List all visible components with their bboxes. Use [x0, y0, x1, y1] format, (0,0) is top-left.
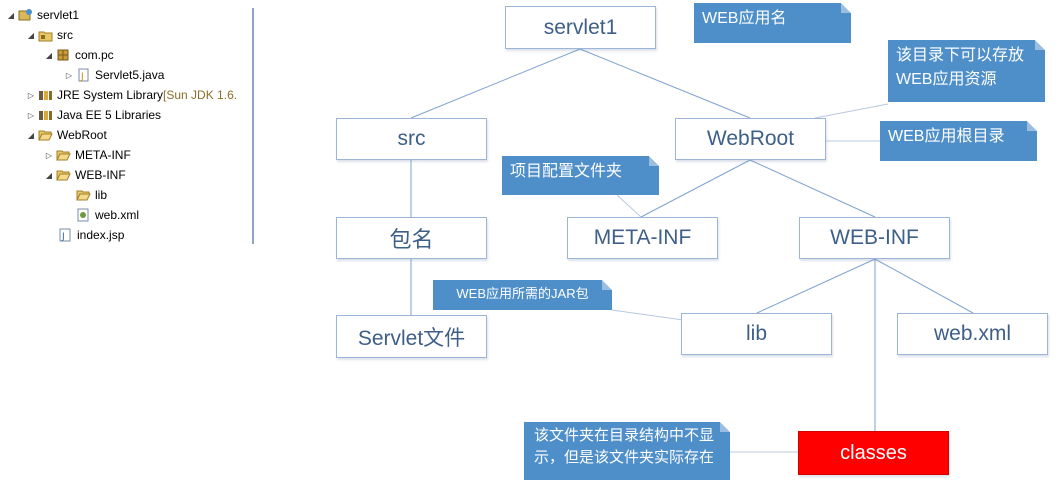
tree-item-web-xml[interactable]: web.xml: [76, 205, 139, 225]
node-servlet1: servlet1: [505, 6, 656, 49]
source-folder-icon: [38, 28, 53, 42]
edge-webroot-metainf: [640, 159, 751, 218]
java-file-icon: J: [76, 68, 91, 82]
collapse-arrow-icon[interactable]: ▷: [27, 110, 35, 120]
project-icon: [18, 8, 33, 22]
node-package: 包名: [336, 217, 487, 259]
callout-text: 该文件夹在目录结构中不显示，但是该文件夹实际存在: [534, 427, 715, 466]
callout-project-config: 项目配置文件夹: [502, 156, 659, 195]
xml-file-icon: [76, 208, 91, 222]
package-icon: [56, 48, 71, 62]
expand-arrow-icon[interactable]: ◢: [45, 50, 53, 60]
callout-text: 该目录下可以存放WEB应用资源: [896, 47, 1025, 88]
callout-text: WEB应用所需的JAR包: [456, 286, 589, 301]
folder-icon: [76, 188, 91, 202]
callout-text: WEB应用名: [702, 10, 787, 27]
collapse-arrow-icon[interactable]: ▷: [45, 150, 53, 160]
tree-item-index-jsp[interactable]: J index.jsp: [58, 225, 124, 245]
jsp-file-icon: J: [58, 228, 73, 242]
node-classes: classes: [798, 431, 949, 475]
tree-item-label: WebRoot: [57, 128, 107, 142]
tree-item-label: com.pc: [75, 48, 114, 62]
edge-webinf-lib: [756, 258, 876, 314]
tree-item-label: web.xml: [95, 208, 140, 222]
tree-item-meta-inf[interactable]: ▷ META-INF: [44, 145, 131, 165]
node-lib: lib: [681, 313, 832, 355]
node-web-xml: web.xml: [897, 313, 1048, 355]
expand-arrow-icon[interactable]: ◢: [27, 30, 35, 40]
pointer-resource-dir: [814, 103, 889, 119]
tree-item-label: WEB-INF: [75, 168, 126, 182]
callout-text: WEB应用根目录: [888, 128, 1005, 145]
tree-item-com-pc[interactable]: ◢ com.pc: [44, 45, 114, 65]
tree-item-web-inf[interactable]: ◢ WEB-INF: [44, 165, 126, 185]
tree-item-servlet5-java[interactable]: ▷ J Servlet5.java: [64, 65, 164, 85]
svg-text:J: J: [61, 232, 65, 242]
node-web-inf: WEB-INF: [799, 217, 950, 259]
tree-item-webroot[interactable]: ◢ WebRoot: [26, 125, 107, 145]
tree-item-javaee-libraries[interactable]: ▷ Java EE 5 Libraries: [26, 105, 161, 125]
corner-fold-icon: [1035, 40, 1045, 50]
tree-item-label: Java EE 5 Libraries: [57, 108, 162, 122]
tree-item-jre-library[interactable]: ▷ JRE System Library [Sun JDK 1.6.: [26, 85, 237, 105]
edge-webinf-webxml: [874, 258, 974, 314]
collapse-arrow-icon[interactable]: ▷: [65, 70, 73, 80]
corner-fold-icon: [1027, 121, 1037, 131]
explorer-scrollbar[interactable]: [252, 8, 254, 244]
pointer-jar-pkg: [611, 309, 684, 321]
corner-fold-icon: [602, 280, 612, 290]
open-folder-icon: [56, 168, 71, 182]
tree-item-label: servlet1: [37, 8, 80, 22]
svg-text:J: J: [80, 72, 84, 82]
tree-item-label: META-INF: [75, 148, 131, 162]
node-src: src: [336, 118, 487, 160]
callout-web-app-name: WEB应用名: [694, 3, 851, 43]
collapse-arrow-icon[interactable]: ▷: [27, 90, 35, 100]
tree-item-lib[interactable]: lib: [76, 185, 107, 205]
edge-servlet1-webroot: [579, 48, 751, 119]
tree-item-suffix: [Sun JDK 1.6.: [163, 88, 238, 102]
tree-item-src[interactable]: ◢ src: [26, 25, 73, 45]
tree-item-label: JRE System Library: [57, 88, 164, 102]
tree-item-label: index.jsp: [77, 228, 125, 242]
callout-hidden-folder: 该文件夹在目录结构中不显示，但是该文件夹实际存在: [524, 422, 730, 480]
project-explorer: ◢ servlet1 ◢ src ◢ com.pc ▷ J Servlet5.j…: [0, 0, 256, 245]
callout-jar-pkg: WEB应用所需的JAR包: [433, 280, 612, 310]
library-icon: [38, 108, 53, 122]
node-servlet-file: Servlet文件: [336, 315, 487, 358]
tree-item-servlet1[interactable]: ◢ servlet1: [6, 5, 79, 25]
expand-arrow-icon[interactable]: ◢: [7, 10, 15, 20]
tree-item-label: Servlet5.java: [95, 68, 165, 82]
expand-arrow-icon[interactable]: ◢: [45, 170, 53, 180]
edge-servlet1-src: [410, 48, 581, 119]
callout-text: 项目配置文件夹: [510, 163, 623, 180]
tree-item-label: lib: [95, 188, 108, 202]
corner-fold-icon: [720, 422, 730, 432]
library-icon: [38, 88, 53, 102]
corner-fold-icon: [649, 156, 659, 166]
edge-webroot-webinf: [749, 159, 876, 218]
callout-root-dir: WEB应用根目录: [880, 121, 1037, 161]
callout-resource-dir: 该目录下可以存放WEB应用资源: [888, 40, 1045, 102]
node-meta-inf: META-INF: [567, 217, 718, 259]
tree-item-label: src: [57, 28, 73, 42]
expand-arrow-icon[interactable]: ◢: [27, 130, 35, 140]
corner-fold-icon: [841, 3, 851, 13]
pointer-project-config: [616, 194, 642, 218]
open-folder-icon: [56, 148, 71, 162]
node-webroot: WebRoot: [675, 118, 826, 160]
open-folder-icon: [38, 128, 53, 142]
